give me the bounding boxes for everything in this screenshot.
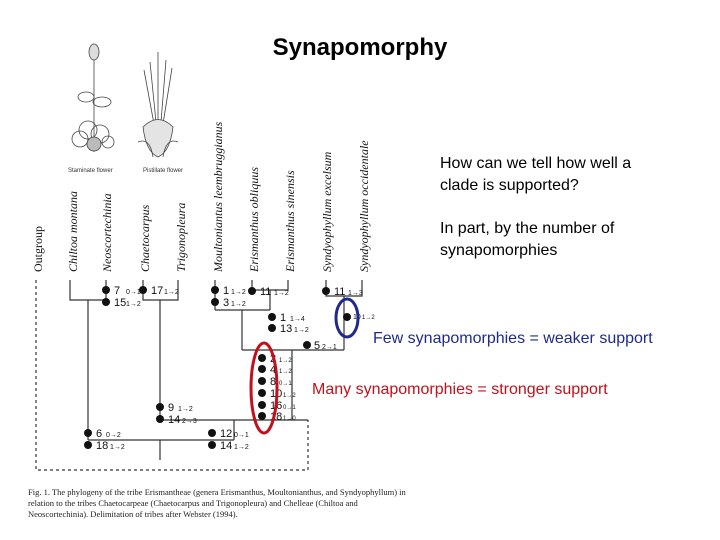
weak-support-highlight [334, 297, 360, 339]
svg-text:2→1: 2→1 [322, 344, 337, 351]
svg-text:0→1: 0→1 [234, 432, 249, 439]
svg-text:12: 12 [220, 428, 232, 440]
svg-text:18: 18 [96, 440, 108, 452]
svg-text:15: 15 [114, 297, 126, 309]
svg-text:14: 14 [168, 414, 180, 426]
svg-text:5: 5 [314, 340, 320, 352]
svg-text:1: 1 [223, 285, 229, 297]
slide-title: Synapomorphy [272, 34, 448, 61]
svg-text:1→2: 1→2 [362, 315, 375, 321]
svg-text:9: 9 [168, 402, 174, 414]
figure-caption: Fig. 1. The phylogeny of the tribe Erism… [28, 487, 406, 519]
svg-text:1→0: 1→0 [283, 416, 296, 422]
svg-text:0→1: 0→1 [279, 381, 292, 387]
pistillate-label: Pistillate flower [143, 168, 183, 174]
svg-text:3: 3 [223, 297, 229, 309]
svg-text:1→2: 1→2 [164, 289, 179, 296]
answer-text: In part, by the number of synapomorphies [440, 220, 615, 259]
marker-dot: 9 1→2 [156, 402, 193, 414]
svg-text:14: 14 [220, 440, 232, 452]
marker-dot: 6 0→2 [84, 428, 121, 440]
strong-support-highlight [249, 341, 279, 435]
svg-text:1→2: 1→2 [126, 301, 141, 308]
staminate-label: Staminate flower [68, 168, 113, 174]
svg-text:1→2: 1→2 [231, 289, 246, 296]
marker-dot: 1 1→4 [268, 312, 305, 324]
question-text: How can we tell how well a clade is supp… [440, 155, 632, 194]
svg-text:1→4: 1→4 [290, 316, 305, 323]
svg-text:0→2: 0→2 [106, 432, 121, 439]
svg-text:2→3: 2→3 [182, 418, 197, 425]
svg-text:1→2: 1→2 [274, 290, 289, 297]
strong-support-callout: Many synapomorphies = stronger support [312, 381, 608, 398]
svg-text:1→2: 1→2 [283, 393, 296, 399]
svg-text:1→2: 1→2 [294, 327, 309, 334]
svg-text:1→2: 1→2 [178, 406, 193, 413]
plant-illustration: Staminate flower Pistillate flower [68, 43, 183, 174]
svg-text:1→2: 1→2 [279, 358, 292, 364]
svg-text:7: 7 [114, 285, 120, 297]
svg-text:8: 8 [270, 376, 276, 388]
svg-text:1→3: 1→3 [348, 290, 363, 297]
svg-text:17: 17 [151, 285, 163, 297]
svg-text:0→1: 0→1 [126, 289, 141, 296]
svg-text:1→2: 1→2 [234, 444, 249, 451]
weak-support-callout: Few synapomorphies = weaker support [373, 330, 653, 347]
marker-dot: 7 0→1 [102, 285, 141, 297]
svg-text:11: 11 [260, 286, 271, 298]
svg-text:4: 4 [270, 364, 276, 376]
svg-text:1→2: 1→2 [110, 444, 125, 451]
svg-text:11: 11 [334, 286, 345, 298]
svg-text:13: 13 [280, 323, 292, 335]
svg-text:6: 6 [96, 428, 102, 440]
svg-text:1: 1 [280, 312, 286, 324]
svg-text:1→2: 1→2 [279, 369, 292, 375]
svg-text:0→1: 0→1 [283, 405, 296, 411]
svg-text:1→2: 1→2 [231, 301, 246, 308]
